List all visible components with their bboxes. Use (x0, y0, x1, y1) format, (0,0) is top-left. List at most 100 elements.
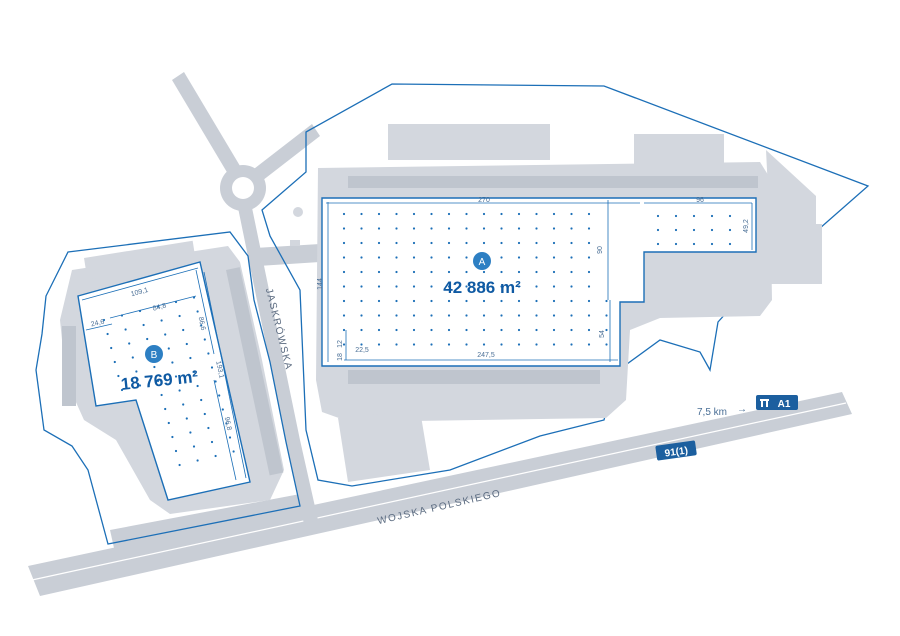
dim-a-tail-height: 49,2 (743, 219, 750, 233)
dim-b-right-lower: 96,8 (223, 416, 233, 431)
column-dot (710, 228, 714, 232)
column-dot (570, 212, 573, 216)
column-dot (430, 256, 433, 259)
column-dot (500, 328, 503, 332)
column-dot (552, 227, 556, 230)
column-dot (412, 212, 416, 216)
column-dot (447, 270, 451, 274)
column-dot (482, 227, 486, 230)
column-dot (656, 228, 660, 232)
column-dot (153, 365, 156, 369)
column-dot (447, 343, 451, 346)
column-dot (482, 314, 486, 317)
motorway-label: A1 (778, 399, 791, 410)
column-dot (605, 343, 608, 346)
column-dot (210, 366, 214, 369)
dim-a-tail: 96 (696, 197, 704, 204)
dim-a-notch-depth: 90 (597, 246, 604, 254)
column-dot (710, 242, 714, 246)
column-dot (342, 343, 346, 346)
column-dot (377, 343, 381, 346)
column-dot (587, 314, 591, 317)
parking-a-north (388, 124, 550, 160)
column-dot (120, 388, 124, 392)
column-dot (360, 212, 363, 216)
road-wojska-polskiego (28, 392, 852, 596)
parking-a-ne (634, 134, 724, 164)
column-dot (207, 352, 210, 355)
dim-a-right-width: 54 (599, 330, 606, 338)
column-dot (447, 212, 451, 216)
column-dot (203, 412, 206, 416)
column-dot (174, 449, 178, 453)
column-dot (674, 214, 678, 218)
column-dot (412, 285, 416, 288)
column-dot (570, 256, 573, 259)
site-outline-b (35, 231, 301, 545)
column-dot (203, 338, 206, 341)
column-dot (587, 227, 591, 230)
column-dot (430, 227, 433, 230)
column-dot (535, 227, 538, 230)
building-b-badge (145, 345, 163, 363)
column-dot (605, 328, 608, 332)
roads (28, 72, 852, 596)
column-dot (178, 463, 181, 467)
column-dot (207, 426, 210, 430)
column-dot (500, 343, 503, 346)
column-dot (342, 299, 346, 303)
column-dot (430, 328, 433, 332)
column-dot (447, 227, 451, 230)
column-dot (465, 227, 468, 230)
column-dot (377, 328, 381, 332)
column-dot (189, 356, 192, 360)
parking-a-south (338, 410, 430, 482)
dim-b-small: 24,6 (90, 319, 105, 329)
column-dot (535, 328, 538, 332)
column-dot (189, 431, 192, 434)
dim-a-width: 144 (317, 278, 324, 290)
column-dot (171, 435, 174, 439)
column-dot (412, 241, 416, 245)
column-dot (430, 343, 433, 346)
column-dot (535, 212, 538, 216)
column-dot (196, 384, 199, 388)
column-dot (587, 328, 591, 332)
column-dot (210, 440, 214, 444)
column-dot (171, 361, 174, 364)
column-dot (570, 241, 573, 245)
column-dot (185, 417, 188, 420)
warehouse-a: 270 96 144 90 54 247,5 49,2 12 18 22,5 A… (317, 197, 757, 367)
building-a-badge (473, 252, 491, 270)
warehouse-b-column-grid (102, 296, 235, 467)
arrow-right-icon: → (737, 404, 747, 415)
tank-1 (293, 207, 303, 217)
column-dot (214, 380, 217, 383)
column-dot (656, 214, 660, 218)
column-dot (412, 227, 416, 230)
column-dot (570, 299, 573, 303)
column-dot (570, 285, 573, 288)
column-dot (395, 285, 398, 288)
column-dot (465, 328, 468, 332)
column-dot (674, 242, 678, 246)
dim-b-top: 109,1 (130, 287, 149, 298)
column-dot (182, 403, 185, 406)
road-northeast (250, 124, 320, 184)
column-dot (360, 314, 363, 317)
column-dot (377, 256, 381, 259)
column-dot (196, 459, 199, 462)
column-dot (517, 241, 521, 245)
column-dot (500, 227, 503, 230)
column-dot (200, 324, 203, 327)
column-dot (517, 270, 521, 274)
column-dot (482, 343, 486, 346)
column-dot (517, 227, 521, 230)
docks-b-west (62, 326, 76, 406)
column-dot (360, 270, 363, 274)
column-dot (552, 256, 556, 259)
dim-b-right-upper: 86,6 (197, 316, 207, 331)
dim-a-small-b: 18 (337, 353, 344, 361)
column-dot (110, 346, 113, 350)
column-dot (570, 227, 573, 230)
